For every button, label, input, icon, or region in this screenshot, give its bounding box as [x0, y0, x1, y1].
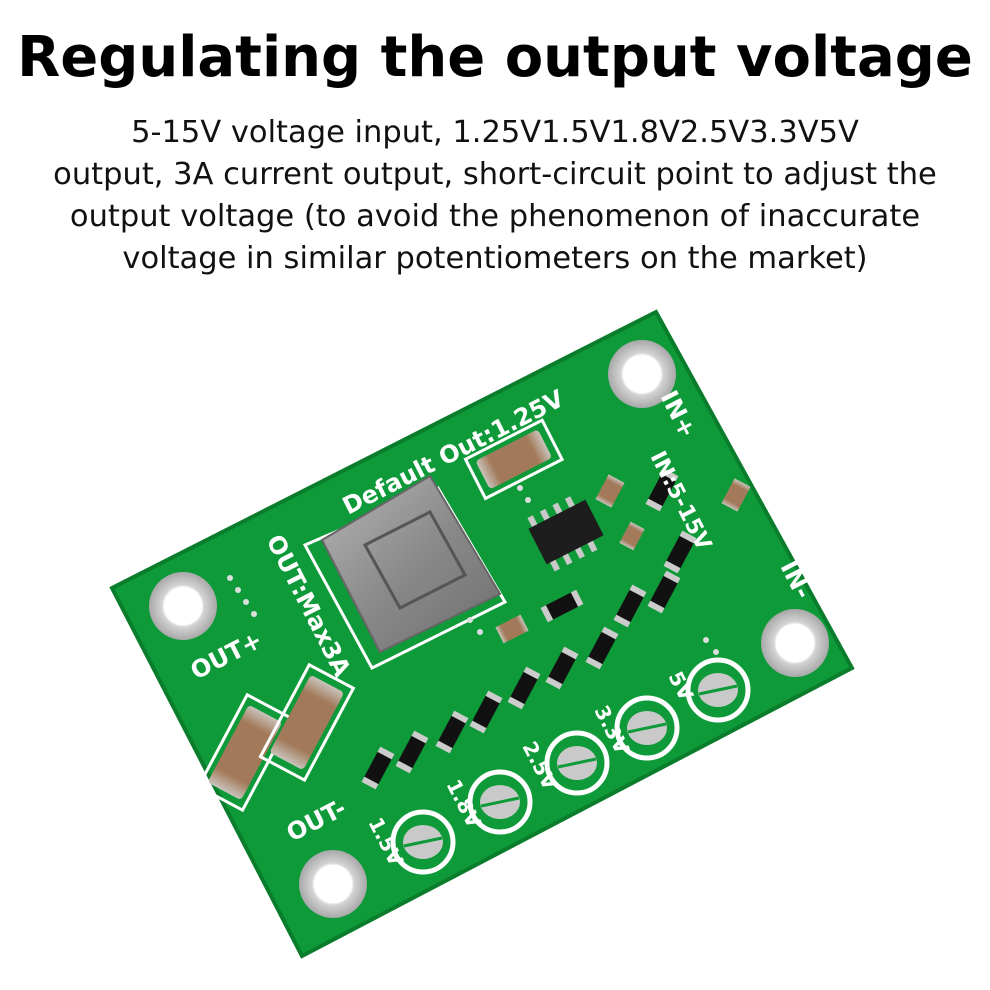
capacitors [196, 418, 565, 813]
ic-chip [527, 496, 604, 572]
resistor-10: 101 [540, 589, 584, 623]
description: 5-15V voltage input, 1.25V1.5V1.8V2.5V3.… [20, 112, 970, 280]
small-capacitors [495, 474, 751, 644]
jumper-pad-2[interactable] [467, 769, 533, 835]
jumper-pad-1[interactable] [390, 809, 456, 875]
capacitor-out-1 [196, 692, 294, 813]
mounting-holes [149, 340, 829, 918]
mounting-hole-left [149, 572, 217, 640]
jumper-pad-5[interactable] [685, 657, 751, 723]
resistor-2: 153 [395, 730, 429, 774]
resistor-4: 153 [469, 690, 503, 734]
resistors: 913 153 102 153 153 302 [361, 468, 697, 790]
resistor-1: 913 [361, 746, 395, 790]
resistor-7: 303 [585, 626, 619, 670]
resistor-3: 102 [435, 710, 469, 754]
capacitor-out-2 [258, 662, 356, 783]
resistor-8: 333 [613, 584, 647, 628]
description-line-4: voltage in similar potentiometers on the… [122, 241, 868, 276]
jumper-pad-3[interactable] [544, 730, 610, 796]
mounting-hole-right [761, 609, 829, 677]
resistor-12: 100 [647, 570, 681, 614]
jumper-pads [390, 657, 751, 875]
vias [227, 485, 719, 655]
capacitor-top [463, 418, 565, 501]
resistor-6: 302 [545, 646, 579, 690]
resistor-5: 153 [507, 666, 541, 710]
description-line-1: 5-15V voltage input, 1.25V1.5V1.8V2.5V3.… [131, 115, 859, 150]
resistor-9: 131 [645, 468, 679, 512]
page-title: Regulating the output voltage [17, 25, 973, 90]
mounting-hole-bottom-left [299, 850, 367, 918]
mounting-hole-top-right [608, 340, 676, 408]
description-line-2: output, 3A current output, short-circuit… [53, 157, 937, 192]
description-line-3: output voltage (to avoid the phenomenon … [69, 199, 921, 234]
resistor-11: 152 [663, 530, 697, 574]
inductor [302, 474, 508, 670]
jumper-pad-4[interactable] [614, 695, 680, 761]
